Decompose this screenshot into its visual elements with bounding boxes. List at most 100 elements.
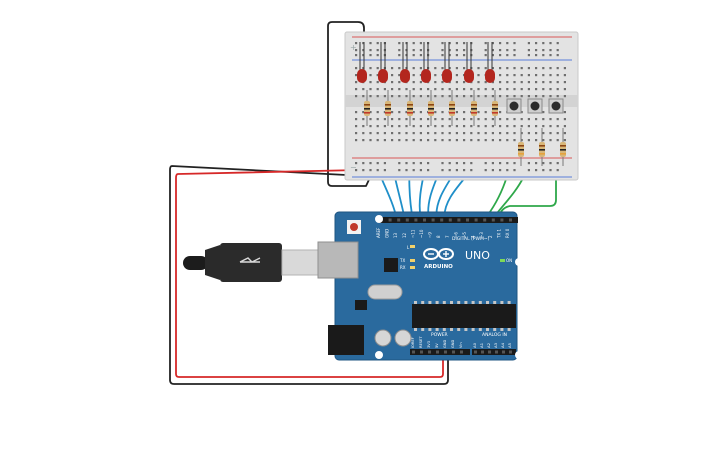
bb-rail-hole (355, 42, 358, 45)
bb-hole (448, 88, 451, 91)
bb-hole (513, 125, 516, 128)
bb-hole (355, 95, 358, 98)
bb-hole (556, 95, 559, 98)
pushbutton-1[interactable] (506, 98, 522, 114)
resistor-1[interactable] (364, 90, 370, 126)
bb-hole (556, 74, 559, 77)
bb-rail-hole (427, 169, 430, 172)
header-pin (414, 218, 418, 222)
bb-rail-hole (499, 169, 502, 172)
bb-hole (376, 74, 379, 77)
header-pin (428, 350, 431, 354)
led-3[interactable] (400, 42, 410, 83)
bb-hole (491, 81, 494, 84)
resistor-7[interactable] (492, 90, 498, 126)
led-6[interactable] (464, 42, 474, 83)
bb-hole (419, 139, 422, 142)
bb-hole (455, 118, 458, 121)
led-5[interactable] (442, 42, 452, 83)
chip-leg (464, 328, 468, 331)
led-body (400, 69, 410, 83)
bb-hole (434, 95, 437, 98)
bb-rail-hole (419, 49, 422, 52)
header-pin (440, 218, 444, 222)
resistor-3[interactable] (407, 90, 413, 126)
resistor-4[interactable] (428, 90, 434, 126)
bb-hole (448, 95, 451, 98)
bb-hole (376, 95, 379, 98)
bb-hole (542, 67, 545, 70)
digital-pin-label: 8 (436, 235, 441, 238)
chip-leg (478, 328, 482, 331)
bb-hole (491, 118, 494, 121)
power-pin-label: GND (451, 340, 455, 348)
bb-rail-hole (542, 42, 545, 45)
bb-rail-hole (506, 54, 509, 57)
analog-header (472, 349, 516, 355)
bb-rail-hole (419, 162, 422, 165)
pulldown-resistor-1[interactable] (518, 128, 524, 166)
led-7[interactable] (485, 42, 495, 83)
pushbutton-3[interactable] (548, 98, 564, 114)
wire-gnd-rail[interactable] (327, 21, 377, 187)
chip-leg (471, 328, 475, 331)
bb-hole (520, 81, 523, 84)
analog-header-label: ANALOG IN (482, 332, 507, 338)
usb-cable-end (183, 256, 208, 270)
bb-hole (412, 81, 415, 84)
bb-hole (419, 132, 422, 135)
resistor-band (428, 108, 434, 110)
bb-hole (477, 81, 480, 84)
breadboard[interactable]: + − (344, 31, 579, 181)
usb-cable[interactable] (183, 243, 319, 282)
led-rx-label: RX (400, 265, 406, 270)
led-1[interactable] (357, 42, 367, 83)
bb-hole (520, 74, 523, 77)
bb-hole (513, 132, 516, 135)
digital-pin-label: 12 (402, 232, 407, 238)
bb-hole (484, 132, 487, 135)
pushbutton-2[interactable] (527, 98, 543, 114)
bb-hole (506, 139, 509, 142)
bb-hole (463, 139, 466, 142)
capacitor-1 (374, 329, 392, 347)
led-2[interactable] (378, 42, 388, 83)
bb-hole (527, 81, 530, 84)
bb-rail-hole (376, 42, 379, 45)
header-pin (488, 350, 491, 354)
pulldown-resistor-3[interactable] (560, 128, 566, 166)
resistor-6[interactable] (471, 90, 477, 126)
bb-hole (513, 74, 516, 77)
digital-pin-label: ~10 (419, 229, 424, 238)
bb-hole (463, 132, 466, 135)
resistor-5[interactable] (449, 90, 455, 126)
arduino-uno[interactable]: UNO ARDUINO DIGITAL (PWM~) POWER ANALOG … (317, 211, 518, 361)
header-pin (502, 350, 505, 354)
usb-b-port (317, 241, 359, 279)
bb-hole (535, 67, 538, 70)
bb-hole (549, 132, 552, 135)
resistor-band (492, 112, 498, 114)
bb-hole (542, 139, 545, 142)
wire-gnd-board[interactable] (169, 165, 449, 385)
bb-hole (477, 111, 480, 114)
bb-hole (520, 125, 523, 128)
bb-rail-hole (448, 169, 451, 172)
led-4[interactable] (421, 42, 431, 83)
chip-leg (414, 328, 417, 331)
bb-hole (520, 139, 523, 142)
bb-rail-hole (376, 162, 379, 165)
bb-hole (369, 81, 372, 84)
bb-hole (362, 111, 365, 114)
bb-hole (470, 88, 473, 91)
header-pin (509, 350, 512, 354)
led-rx (410, 266, 415, 269)
bb-hole (491, 88, 494, 91)
bb-hole (419, 125, 422, 128)
bb-hole (499, 67, 502, 70)
wire-5v[interactable] (175, 169, 444, 378)
pulldown-resistor-2[interactable] (539, 128, 545, 166)
bb-rail-hole (527, 49, 530, 52)
resistor-2[interactable] (385, 90, 391, 126)
